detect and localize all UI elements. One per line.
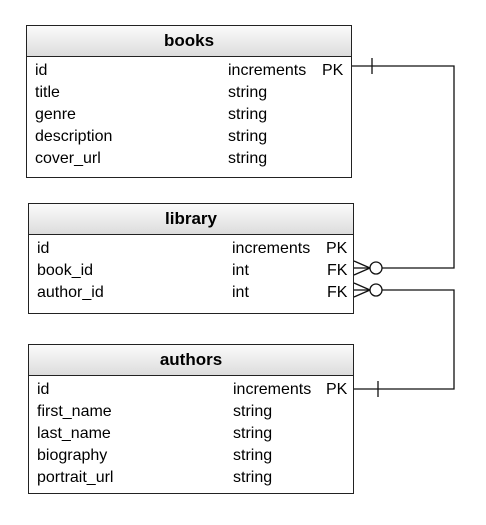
field-name: last_name (37, 425, 111, 442)
authors-library-connector[interactable] (353, 282, 455, 397)
field-key: PK (326, 381, 348, 398)
field-name: id (37, 240, 50, 257)
authors-field-row: last_name string (29, 423, 353, 445)
books-field-row: cover_url string (27, 148, 351, 170)
authors-entity-title: authors (29, 345, 353, 376)
field-name: title (35, 84, 60, 101)
field-key: PK (326, 240, 348, 257)
field-type: string (228, 106, 268, 123)
field-type: increments (233, 381, 312, 398)
books-library-connector[interactable] (352, 58, 455, 276)
field-name: first_name (37, 403, 112, 420)
field-name: portrait_url (37, 469, 114, 486)
field-type: increments (228, 62, 307, 79)
authors-field-row: biography string (29, 445, 353, 467)
field-name: id (35, 62, 48, 79)
field-type: int (232, 262, 249, 279)
field-type: int (232, 284, 249, 301)
field-type: string (233, 425, 273, 442)
books-field-row: id increments PK (27, 60, 351, 82)
field-name: description (35, 128, 113, 145)
books-field-row: genre string (27, 104, 351, 126)
field-type: string (228, 128, 268, 145)
field-name: id (37, 381, 50, 398)
library-field-row: book_id int FK (29, 260, 353, 282)
books-entity[interactable]: books id increments PK title string genr… (26, 25, 352, 178)
authors-entity[interactable]: authors id increments PK first_name stri… (28, 344, 354, 494)
library-field-row: id increments PK (29, 238, 353, 260)
field-type: string (228, 84, 268, 101)
field-key: FK (327, 284, 348, 301)
books-field-row: description string (27, 126, 351, 148)
authors-field-row: portrait_url string (29, 467, 353, 489)
field-name: cover_url (35, 150, 101, 167)
field-type: string (228, 150, 268, 167)
library-field-row: author_id int FK (29, 282, 353, 304)
field-key: FK (327, 262, 348, 279)
authors-field-row: id increments PK (29, 379, 353, 401)
field-type: string (233, 403, 273, 420)
field-key: PK (322, 62, 344, 79)
authors-field-row: first_name string (29, 401, 353, 423)
field-name: genre (35, 106, 76, 123)
field-type: string (233, 447, 273, 464)
field-name: book_id (37, 262, 94, 279)
field-type: increments (232, 240, 311, 257)
library-entity-title: library (29, 204, 353, 235)
field-type: string (233, 469, 273, 486)
field-name: author_id (37, 284, 104, 301)
field-name: biography (37, 447, 108, 464)
books-field-row: title string (27, 82, 351, 104)
library-entity[interactable]: library id increments PK book_id int FK … (28, 203, 354, 314)
books-entity-title: books (27, 26, 351, 57)
